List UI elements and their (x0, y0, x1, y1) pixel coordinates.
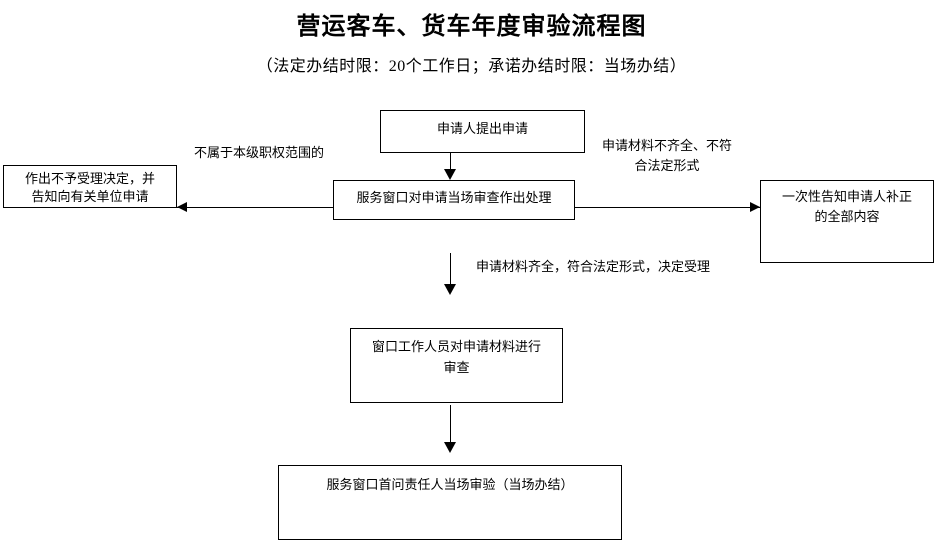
page-subtitle: （法定办结时限：20个工作日；承诺办结时限：当场办结） (256, 58, 687, 75)
node-label: 窗口工作人员对申请材料进行 审查 (371, 339, 541, 375)
node-one-time-notification: 一次性告知申请人补正 的全部内容 (760, 180, 934, 263)
arrow-left-icon (177, 202, 187, 212)
connector-line (450, 253, 451, 285)
node-label: 作出不予受理决定，并 告知向有关单位申请 (24, 171, 155, 205)
node-label: 服务窗口对申请当场审查作出处理 (356, 190, 552, 205)
connector-line (450, 153, 451, 170)
node-reject-decision: 作出不予受理决定，并 告知向有关单位申请 (3, 165, 177, 208)
connector-line (450, 405, 451, 443)
node-label: 申请人提出申请 (436, 121, 528, 136)
connector-line (177, 207, 334, 208)
edge-label-incomplete-materials: 申请材料不齐全、不符 合法定形式 (602, 138, 733, 173)
connector-line (575, 207, 761, 208)
arrow-down-icon (444, 284, 456, 295)
edge-label-complete-materials: 申请材料齐全，符合法定形式，决定受理 (476, 259, 711, 274)
node-label: 服务窗口首问责任人当场审验（当场办结） (326, 477, 574, 492)
arrow-right-icon (750, 202, 760, 212)
arrow-down-icon (444, 442, 456, 453)
node-applicant-submits-application: 申请人提出申请 (380, 110, 585, 153)
node-label: 一次性告知申请人补正 的全部内容 (781, 189, 912, 224)
page-title: 营运客车、货车年度审验流程图 (296, 11, 647, 40)
edge-label-not-in-jurisdiction: 不属于本级职权范围的 (194, 145, 325, 160)
node-service-window-onsite-review: 服务窗口对申请当场审查作出处理 (333, 180, 575, 220)
node-onsite-inspection-completion: 服务窗口首问责任人当场审验（当场办结） (278, 465, 622, 540)
node-staff-material-review: 窗口工作人员对申请材料进行 审查 (350, 328, 563, 403)
arrow-down-icon (444, 169, 456, 180)
